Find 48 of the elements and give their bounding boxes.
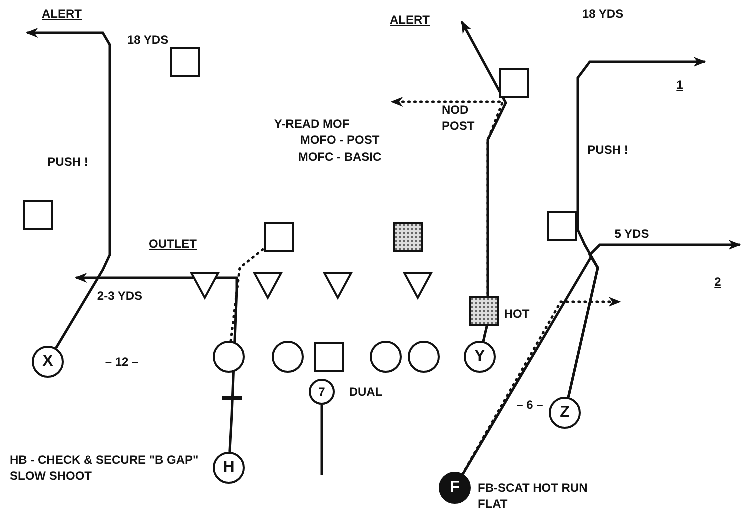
lineman-circle <box>272 341 304 373</box>
route-arrow <box>26 28 112 349</box>
route-label: NOD POST <box>442 102 476 134</box>
player-circle: Y <box>464 341 496 373</box>
defender-triangle <box>190 270 220 300</box>
read-note: Y-READ MOF <box>274 117 350 131</box>
option-number: 1 <box>676 78 684 92</box>
defender-square <box>547 211 577 241</box>
player-circle: 7 <box>309 379 335 405</box>
protection-label: DUAL <box>349 385 383 399</box>
route-label: HOT <box>504 307 530 321</box>
route-label: PUSH ! <box>588 143 628 157</box>
yardage-label: 18 YDS <box>127 33 169 47</box>
center-square <box>314 342 344 372</box>
route-line <box>320 405 324 475</box>
player-circle: Z <box>549 397 581 429</box>
defender-triangle <box>253 270 283 300</box>
route-arrow <box>567 240 742 398</box>
assignment-note: FB-SCAT HOT RUN FLAT <box>478 480 589 512</box>
route-label: ALERT <box>42 7 82 21</box>
route-label: OUTLET <box>149 237 197 251</box>
option-number: 2 <box>714 275 722 289</box>
dotted-route-arrow <box>462 297 622 476</box>
defender-square <box>170 47 200 77</box>
defender-square <box>499 68 529 98</box>
lineman-circle <box>213 341 245 373</box>
assignment-note: HB - CHECK & SECURE "B GAP" SLOW SHOOT <box>10 452 200 484</box>
defender-triangle <box>403 270 433 300</box>
split-label: – 12 – <box>105 355 139 369</box>
defender-square <box>264 222 294 252</box>
dotted-route-arrow <box>390 97 505 343</box>
route-label: PUSH ! <box>48 155 88 169</box>
route-line <box>462 255 594 475</box>
read-note: MOFO - POST <box>300 133 380 147</box>
route-label: ALERT <box>390 13 430 27</box>
route-arrow <box>460 20 508 342</box>
yardage-label: 2-3 YDS <box>97 289 143 303</box>
player-circle: F <box>439 472 471 504</box>
defender-square <box>23 200 53 230</box>
player-circle: X <box>32 346 64 378</box>
lineman-circle <box>408 341 440 373</box>
lineman-circle <box>370 341 402 373</box>
player-circle: H <box>213 452 245 484</box>
split-label: – 6 – <box>516 398 544 412</box>
defender-triangle <box>323 270 353 300</box>
yardage-label: 5 YDS <box>614 227 650 241</box>
read-note: MOFC - BASIC <box>298 150 382 164</box>
yardage-label: 18 YDS <box>582 7 624 21</box>
